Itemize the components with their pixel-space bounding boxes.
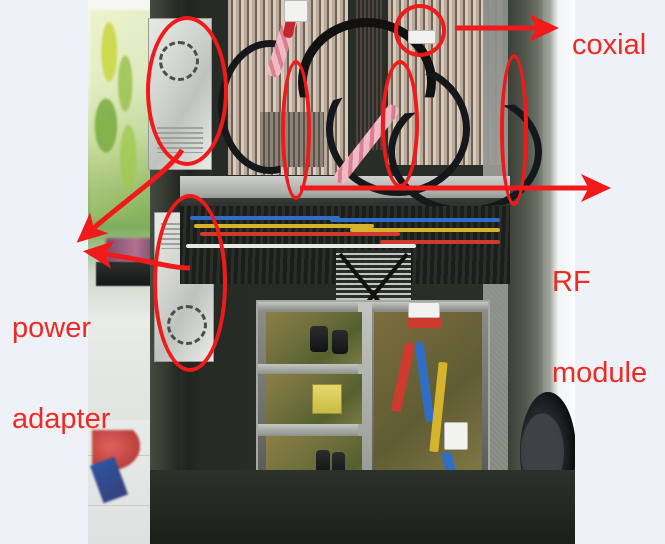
label-power-line1: power xyxy=(12,311,91,344)
capacitor-b xyxy=(332,330,348,354)
capacitor-c xyxy=(316,450,330,474)
arrow-power-lower xyxy=(83,240,191,271)
label-power-adapter: power adapter xyxy=(12,252,110,496)
cabinet-base xyxy=(150,470,575,544)
chassis-rail-top xyxy=(258,302,488,310)
label-rf-line2: module xyxy=(552,357,648,390)
white-connector-chassis xyxy=(444,422,468,450)
wire-yellow-2 xyxy=(350,228,500,232)
label-coxial: coxial xyxy=(572,29,647,61)
wire-red-2 xyxy=(380,240,500,244)
label-rf-line1: RF xyxy=(552,265,591,298)
label-power-line2: adapter xyxy=(12,403,111,436)
chassis-rail-mid-left xyxy=(258,364,370,374)
wire-blue xyxy=(190,216,340,220)
transformer-yellow xyxy=(312,384,342,414)
capacitor-a xyxy=(310,326,328,352)
ellipse-psu-bottom xyxy=(153,194,227,372)
label-rf-module: RF module xyxy=(552,206,647,450)
ellipse-cable-left xyxy=(281,60,311,200)
wire-red xyxy=(200,232,400,236)
wire-yellow xyxy=(194,224,374,228)
arrow-power-upper xyxy=(76,148,185,243)
floor-grout-line xyxy=(88,455,208,456)
connector-red xyxy=(408,316,442,328)
wire-blue-2 xyxy=(330,218,500,222)
circle-coax-elbow xyxy=(394,4,446,57)
ellipse-cable-right xyxy=(500,54,528,206)
ellipse-psu-top xyxy=(146,16,228,166)
wire-white xyxy=(186,244,416,248)
chassis-rail-low-left xyxy=(258,424,370,436)
floor-grout-line xyxy=(88,505,208,506)
white-connector-top xyxy=(284,0,308,22)
white-connector-chassis-top xyxy=(408,302,440,318)
